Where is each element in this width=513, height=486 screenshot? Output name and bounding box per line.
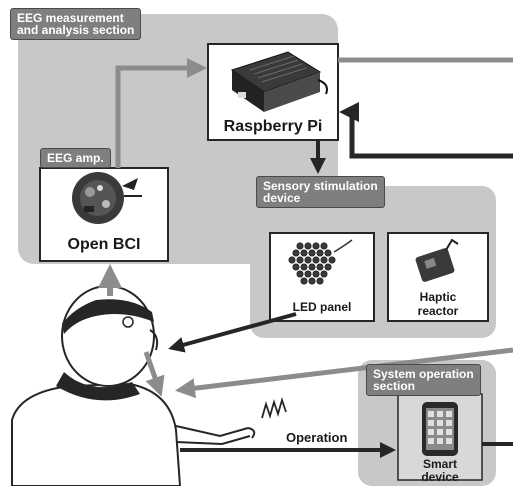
arrow-face-to-ear: [143, 351, 165, 397]
led-panel-label: LED panel: [292, 300, 352, 314]
smart-label-line2: device: [421, 470, 459, 484]
stimulation-section-label-line2: device: [263, 191, 301, 205]
haptic-label-line1: Haptic: [419, 290, 457, 304]
eeg-section-label-line2: and analysis section: [17, 23, 135, 37]
raspberry-pi-image: [230, 51, 328, 112]
arrow-right-to-ear: [175, 347, 513, 399]
stimulation-section-label-line1: Sensory stimulation: [263, 179, 378, 193]
system-operation-section-label-line1: System operation: [373, 367, 474, 381]
open-bci-label: Open BCI: [67, 236, 141, 253]
led-panel-image: [288, 239, 353, 285]
arrow-led-to-eye: [168, 312, 297, 353]
open-bci-image: [72, 172, 142, 224]
smart-label-line1: Smart: [422, 457, 457, 471]
smartphone-image: [422, 402, 458, 456]
raspberry-pi-label: Raspberry Pi: [223, 118, 323, 135]
arrow-right-to-raspberrypi: [339, 102, 513, 159]
haptic-label-line2: reactor: [417, 304, 459, 318]
operation-label: Operation: [286, 430, 348, 445]
arrow-amp-to-raspberrypi: [115, 58, 207, 168]
system-operation-section-label-line2: section: [373, 379, 416, 393]
system-operation-section-label: System operation section: [366, 364, 481, 396]
smart-device-label: Smart device: [398, 458, 482, 484]
stimulation-section-label: Sensory stimulation device: [256, 176, 385, 208]
hand-motion-icon: [261, 396, 287, 420]
haptic-reactor-label: Haptic reactor: [388, 290, 488, 318]
eeg-amp-label: EEG amp.: [40, 148, 111, 168]
eeg-section-label: EEG measurement and analysis section: [10, 8, 142, 40]
haptic-reactor-image: [415, 238, 459, 282]
eeg-section-label-line1: EEG measurement: [17, 11, 124, 25]
